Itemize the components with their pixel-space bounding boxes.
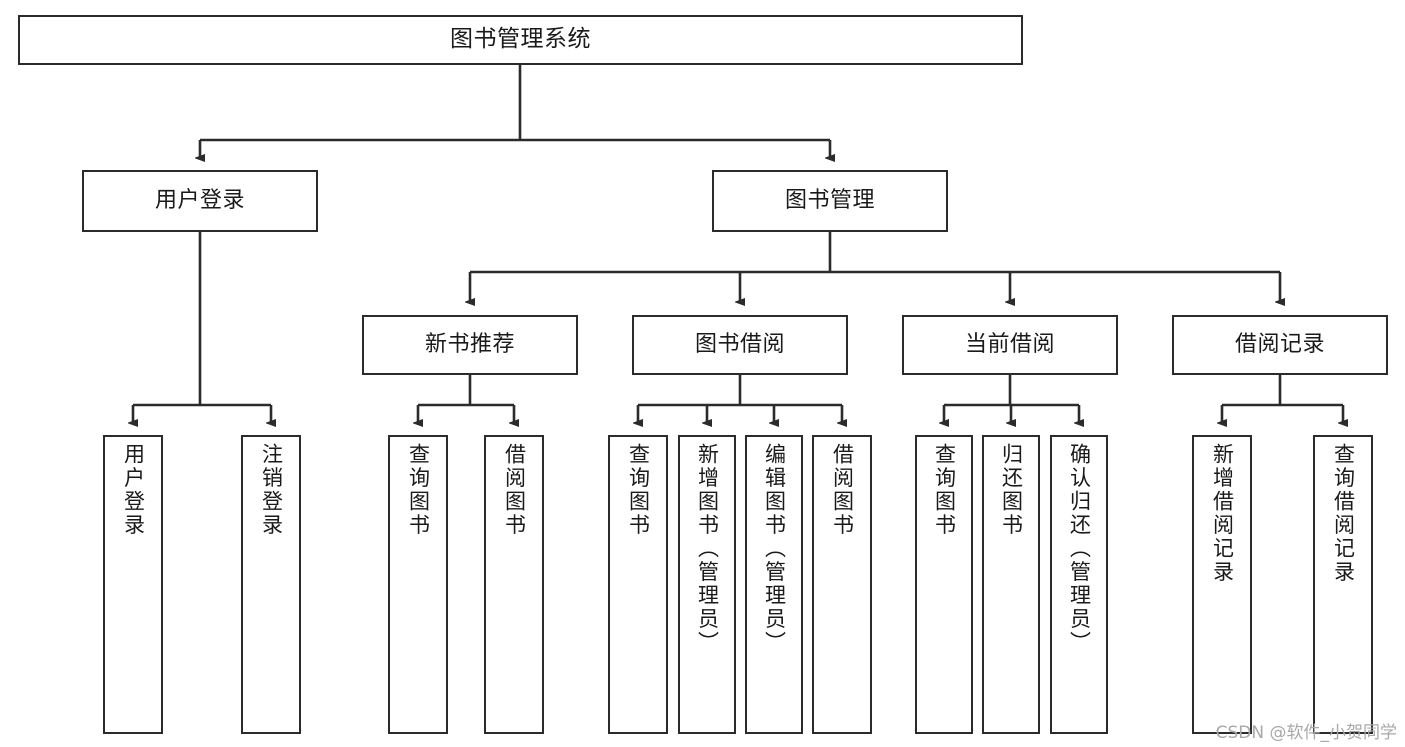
node-label: 用户登录: [154, 187, 245, 213]
node-borrow-record[interactable]: 借阅记录: [1172, 315, 1388, 375]
node-leaf-borrow-book-1[interactable]: 借阅图书: [484, 435, 544, 734]
node-leaf-confirm-return[interactable]: 确认归还（管理员）: [1050, 435, 1108, 734]
node-label: 确认归还（管理员）: [1067, 443, 1092, 655]
node-label: 归还图书: [999, 443, 1024, 537]
node-label: 查询图书: [406, 443, 431, 537]
node-leaf-edit-book[interactable]: 编辑图书（管理员）: [745, 435, 803, 734]
node-leaf-logout[interactable]: 注销登录: [241, 435, 301, 734]
node-label: 图书借阅: [694, 331, 785, 357]
node-label: 借阅图书: [830, 443, 855, 537]
node-leaf-user-login[interactable]: 用户登录: [103, 435, 163, 734]
node-label: 查询借阅记录: [1331, 443, 1356, 584]
node-label: 图书管理系统: [450, 26, 591, 53]
node-label: 新增借阅记录: [1210, 443, 1235, 584]
node-root[interactable]: 图书管理系统: [18, 15, 1023, 65]
node-current-borrow[interactable]: 当前借阅: [902, 315, 1118, 375]
node-leaf-borrow-book-2[interactable]: 借阅图书: [812, 435, 872, 734]
node-label: 注销登录: [259, 443, 284, 537]
node-label: 新书推荐: [424, 331, 515, 357]
node-label: 查询图书: [932, 443, 957, 537]
node-label: 借阅记录: [1234, 331, 1325, 357]
node-new-book-recommend[interactable]: 新书推荐: [362, 315, 578, 375]
watermark: CSDN @软件_小贺同学: [1215, 723, 1397, 743]
node-leaf-query-record[interactable]: 查询借阅记录: [1313, 435, 1373, 734]
node-leaf-return-book[interactable]: 归还图书: [982, 435, 1040, 734]
node-label: 新增图书（管理员）: [695, 443, 720, 655]
node-book-manage[interactable]: 图书管理: [712, 170, 948, 232]
node-leaf-query-book-1[interactable]: 查询图书: [388, 435, 448, 734]
node-leaf-query-book-3[interactable]: 查询图书: [915, 435, 973, 734]
node-label: 用户登录: [121, 443, 146, 537]
node-leaf-add-record[interactable]: 新增借阅记录: [1192, 435, 1252, 734]
node-book-borrow[interactable]: 图书借阅: [632, 315, 848, 375]
node-leaf-query-book-2[interactable]: 查询图书: [608, 435, 668, 734]
node-label: 借阅图书: [502, 443, 527, 537]
node-user-login[interactable]: 用户登录: [82, 170, 318, 232]
node-label: 图书管理: [784, 187, 875, 213]
node-label: 查询图书: [626, 443, 651, 537]
node-label: 编辑图书（管理员）: [762, 443, 787, 655]
node-leaf-add-book[interactable]: 新增图书（管理员）: [678, 435, 736, 734]
node-label: 当前借阅: [964, 331, 1055, 357]
